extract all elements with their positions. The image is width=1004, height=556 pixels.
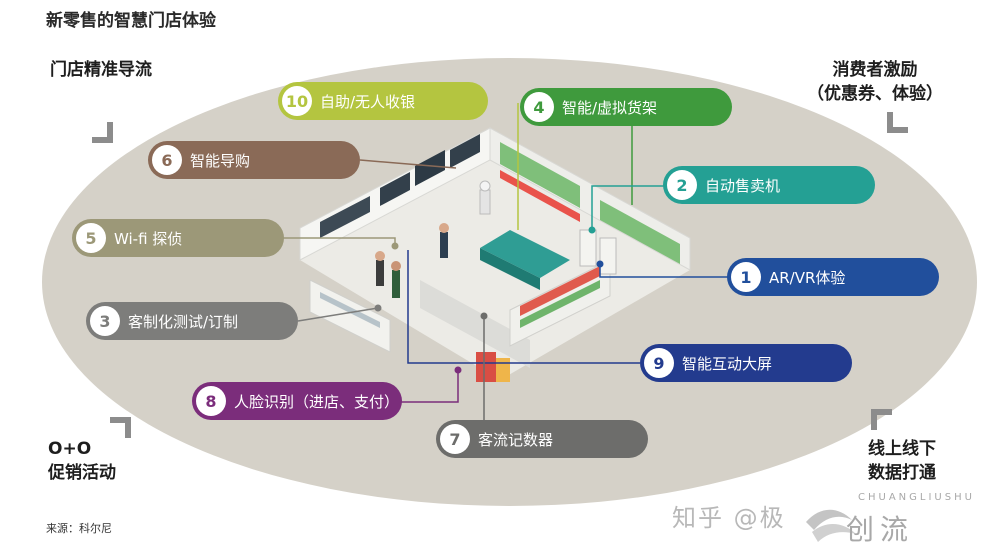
feature-label: 智能/虚拟货架 <box>562 98 658 117</box>
feature-label: 自动售卖机 <box>705 176 781 195</box>
corner-caption-top-right: 消费者激励 （优惠券、体验） <box>790 58 960 106</box>
feature-label: 智能导购 <box>190 151 251 170</box>
feature-pill: 8 人脸识别（进店、支付） <box>192 382 402 420</box>
feature-pill: 5 Wi-fi 探侦 <box>72 219 284 257</box>
logo-chinese-text: 创流 <box>846 513 915 546</box>
feature-number-badge: 2 <box>667 170 697 200</box>
feature-pill: 3 客制化测试/订制 <box>86 302 298 340</box>
logo-latin-text: CHUANGLIUSHU <box>858 492 975 503</box>
feature-number-badge: 8 <box>196 386 226 416</box>
feature-pill: 4 智能/虚拟货架 <box>520 88 732 126</box>
corner-caption-text: 门店精准导流 <box>50 60 152 80</box>
corner-caption-line: O+O <box>48 439 92 459</box>
feature-number-badge: 6 <box>152 145 182 175</box>
feature-number-badge: 4 <box>524 92 554 122</box>
feature-pill: 2 自动售卖机 <box>663 166 875 204</box>
chevron-arrow-icon <box>887 112 908 133</box>
feature-pill: 6 智能导购 <box>148 141 360 179</box>
feature-pill: 9 智能互动大屏 <box>640 344 852 382</box>
feature-number-badge: 3 <box>90 306 120 336</box>
corner-caption-line: （优惠券、体验） <box>807 84 943 104</box>
zhihu-watermark: 知乎 @极 <box>672 504 786 532</box>
chevron-arrow-icon <box>110 417 131 438</box>
feature-pill: 10 自助/无人收银 <box>278 82 488 120</box>
chevron-arrow-icon <box>92 122 113 143</box>
feature-pill: 1 AR/VR体验 <box>727 258 939 296</box>
feature-label: 自助/无人收银 <box>320 92 416 111</box>
feature-number-badge: 1 <box>731 262 761 292</box>
feature-number-badge: 10 <box>282 86 312 116</box>
feature-number-badge: 7 <box>440 424 470 454</box>
feature-label: 智能互动大屏 <box>682 354 773 373</box>
feature-label: 人脸识别（进店、支付） <box>234 392 400 411</box>
corner-caption-line: 消费者激励 <box>832 60 918 80</box>
corner-caption-line: 数据打通 <box>868 463 936 483</box>
feature-number-badge: 5 <box>76 223 106 253</box>
corner-caption-line: 线上线下 <box>868 439 936 459</box>
corner-caption-line: 促销活动 <box>48 463 116 483</box>
feature-pill: 7 客流记数器 <box>436 420 648 458</box>
feature-number-badge: 9 <box>644 348 674 378</box>
feature-label: 客制化测试/订制 <box>128 312 239 331</box>
corner-caption-bottom-right: 线上线下 数据打通 <box>868 437 936 485</box>
feature-label: 客流记数器 <box>478 430 554 449</box>
corner-caption-top-left: 门店精准导流 <box>50 58 152 82</box>
corner-caption-bottom-left: O+O 促销活动 <box>48 437 116 485</box>
feature-label: Wi-fi 探侦 <box>114 229 183 248</box>
chuangliushu-logo-icon <box>806 509 856 542</box>
feature-label: AR/VR体验 <box>769 268 846 287</box>
source-note: 来源：科尔尼 <box>46 522 112 535</box>
chevron-arrow-icon <box>871 409 892 430</box>
page-title: 新零售的智慧门店体验 <box>46 11 216 31</box>
